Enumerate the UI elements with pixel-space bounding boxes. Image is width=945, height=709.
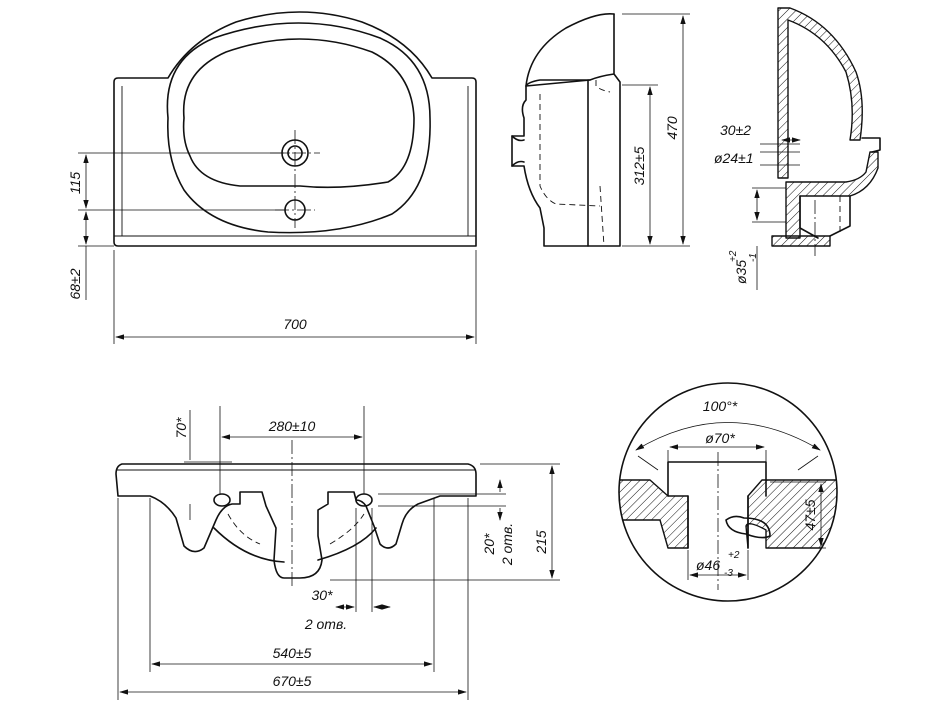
dim-top-width: 700 [283, 316, 307, 332]
bowl-outer [166, 22, 431, 234]
dim-hole-size: 20* [481, 533, 497, 556]
front-view [115, 406, 560, 700]
dim-detail-bottom: ø46 [696, 557, 720, 573]
dim-detail-top: ø70* [705, 430, 735, 446]
dim-front-height: 215 [533, 530, 549, 555]
dim-overflow-diameter: ø24±1 [714, 150, 754, 166]
dim-detail-height: 47±5 [802, 499, 818, 530]
top-view-inner-rim [121, 86, 469, 236]
dim-detail-bottom-tol-upper: +2 [728, 550, 740, 561]
dim-overflow-width: 30±2 [720, 122, 751, 138]
top-view-outline [113, 11, 477, 247]
dim-drain-offset: 115 [67, 172, 83, 195]
dim-side-inner: 312±5 [631, 146, 647, 185]
dim-hole-count-horizontal: 2 отв. [304, 616, 347, 632]
dim-drain-diameter: ø35 [733, 260, 749, 284]
front-view-outline [115, 463, 477, 579]
side-view [511, 12, 690, 247]
section-view [752, 7, 881, 290]
dim-holes-distance: 280±10 [268, 418, 316, 434]
dim-inner-width: 540±5 [273, 645, 312, 661]
side-view-outline [511, 13, 621, 247]
dim-detail-angle: 100°* [703, 398, 738, 414]
bowl-inner [182, 38, 415, 189]
dim-hole-width: 30* [311, 587, 333, 603]
dim-rim-height: 68±2 [67, 268, 83, 299]
dim-drain-diameter-tol-lower: -1 [748, 253, 759, 262]
top-view [78, 11, 477, 344]
dim-outer-width: 670±5 [273, 673, 312, 689]
section-wall [777, 7, 863, 179]
dim-drain-diameter-tol-upper: +2 [728, 250, 739, 262]
detail-view [618, 382, 838, 602]
overflow-hole-left [213, 493, 231, 507]
dim-side-height: 470 [664, 116, 680, 140]
dim-hole-count-vertical: 2 отв. [499, 523, 515, 566]
dim-holes-depth: 70* [173, 417, 189, 439]
dim-detail-bottom-tol-lower: -3 [724, 568, 733, 579]
